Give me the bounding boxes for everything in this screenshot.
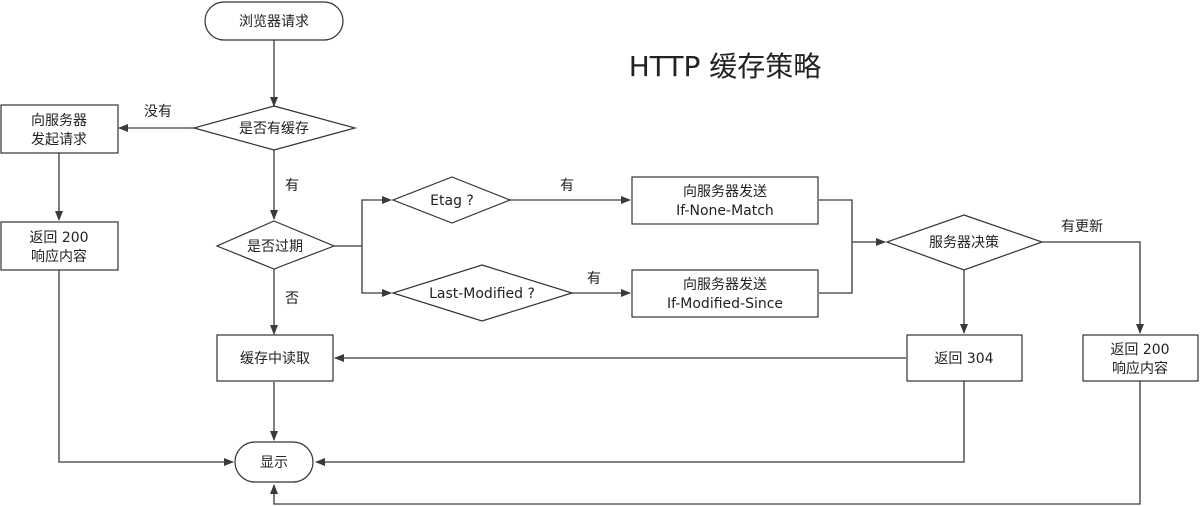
expired-decision: [215, 220, 336, 270]
edge-branch-to-etag: [361, 196, 392, 246]
edge-return304-to-display: [315, 381, 965, 466]
return304-label: 返回 304: [934, 351, 993, 367]
start-node-label: 浏览器请求: [239, 14, 309, 30]
display-node-label: 显示: [260, 455, 288, 471]
display-node: [234, 441, 314, 483]
edge-label-lm-yes: 有: [587, 271, 601, 287]
edge-server-decide-to-return200: [1042, 241, 1144, 334]
request-server-label-line1: 向服务器: [31, 113, 87, 129]
edge-label-has-update: 有更新: [1061, 219, 1103, 235]
return200-left-box: [0, 221, 119, 271]
send-if-modified-since-label-line1: 向服务器发送: [683, 277, 767, 293]
return200-left-label-line2: 响应内容: [31, 248, 87, 265]
request-server-label-line2: 发起请求: [31, 132, 87, 148]
return200-right-label-line1: 返回 200: [1110, 342, 1169, 358]
send-if-none-match-box: [631, 176, 819, 225]
send-if-none-match-label-line1: 向服务器发送: [683, 184, 767, 200]
edge-label-no-cache: 没有: [144, 104, 172, 120]
read-cache-box: [216, 334, 334, 382]
edge-return200-right-to-display: [270, 381, 1141, 505]
last-modified-decision: [391, 264, 575, 322]
start-node: [204, 1, 344, 41]
expired-decision-label: 是否过期: [247, 239, 303, 255]
send-if-none-match-label-line2: If-None-Match: [676, 203, 774, 219]
server-decide-decision-label: 服务器决策: [929, 234, 999, 251]
server-decide-decision: [885, 214, 1044, 271]
edge-send-inm-to-merge: [819, 199, 853, 294]
read-cache-label: 缓存中读取: [240, 350, 310, 367]
has-cache-decision: [191, 105, 358, 151]
diagram-title: HTTP 缓存策略: [629, 50, 822, 83]
return200-right-box: [1082, 334, 1199, 382]
request-server-box: [0, 104, 119, 154]
edge-return200-to-display: [58, 270, 234, 466]
edge-label-not-expired: 否: [285, 291, 299, 307]
return200-left-label-line1: 返回 200: [29, 230, 88, 246]
send-if-modified-since-label-line2: If-Modified-Since: [667, 296, 783, 312]
etag-decision-label: Etag ?: [430, 193, 474, 209]
etag-decision: [391, 176, 512, 224]
return304-box: [906, 334, 1023, 382]
send-if-modified-since-box: [631, 269, 819, 318]
edge-label-etag-yes: 有: [560, 178, 574, 194]
return200-right-label-line2: 响应内容: [1112, 360, 1168, 377]
edge-branch-to-last-modified: [361, 246, 392, 297]
edge-label-has-cache: 有: [285, 178, 299, 194]
last-modified-decision-label: Last-Modified ?: [429, 286, 535, 302]
has-cache-decision-label: 是否有缓存: [239, 121, 309, 137]
